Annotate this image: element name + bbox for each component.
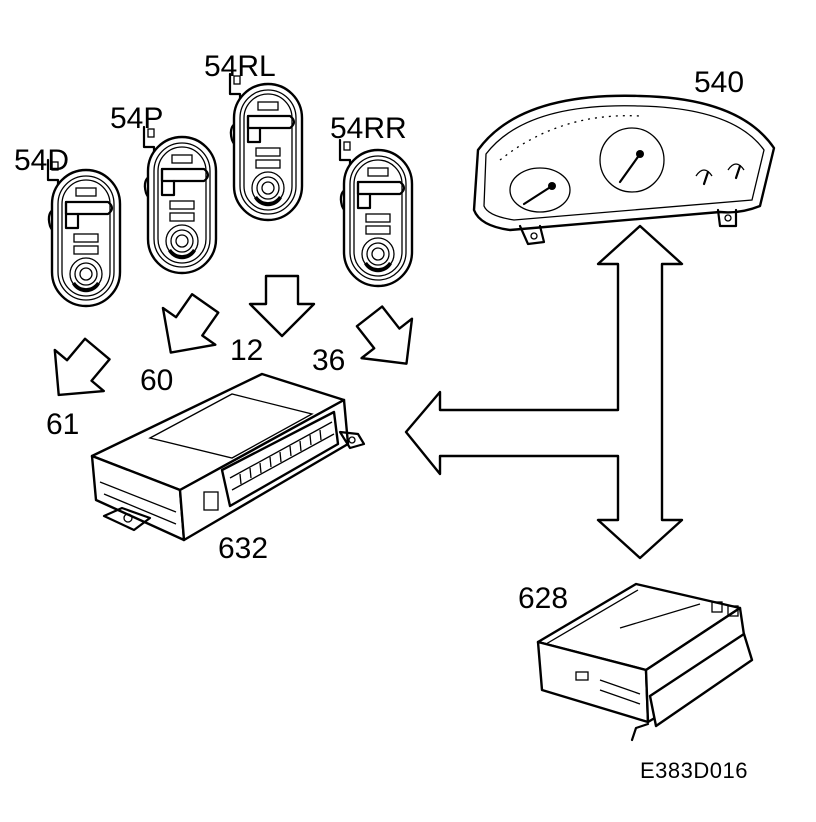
communication-bus-arrow bbox=[404, 224, 684, 560]
label-632: 632 bbox=[218, 532, 268, 565]
label-54P: 54P bbox=[110, 102, 163, 135]
label-36: 36 bbox=[312, 344, 345, 377]
label-54RL: 54RL bbox=[204, 50, 276, 83]
label-61: 61 bbox=[46, 408, 79, 441]
figure-code: E383D016 bbox=[640, 758, 748, 783]
control-module-628 bbox=[536, 582, 754, 742]
label-60: 60 bbox=[140, 364, 173, 397]
signal-arrow-12 bbox=[248, 274, 316, 338]
label-12: 12 bbox=[230, 334, 263, 367]
window-switch-rear-left bbox=[228, 72, 304, 222]
window-switch-passenger bbox=[142, 125, 218, 275]
signal-arrow-60 bbox=[143, 283, 233, 373]
control-module-632 bbox=[90, 372, 366, 542]
label-54D: 54D bbox=[14, 144, 69, 177]
window-switch-rear-right bbox=[338, 138, 414, 288]
signal-arrow-61 bbox=[33, 327, 123, 417]
label-540: 540 bbox=[694, 66, 744, 99]
window-switch-driver bbox=[46, 158, 122, 308]
label-628: 628 bbox=[518, 582, 568, 615]
signal-arrow-36 bbox=[343, 295, 433, 385]
instrument-cluster bbox=[472, 94, 776, 246]
label-54RR: 54RR bbox=[330, 112, 407, 145]
